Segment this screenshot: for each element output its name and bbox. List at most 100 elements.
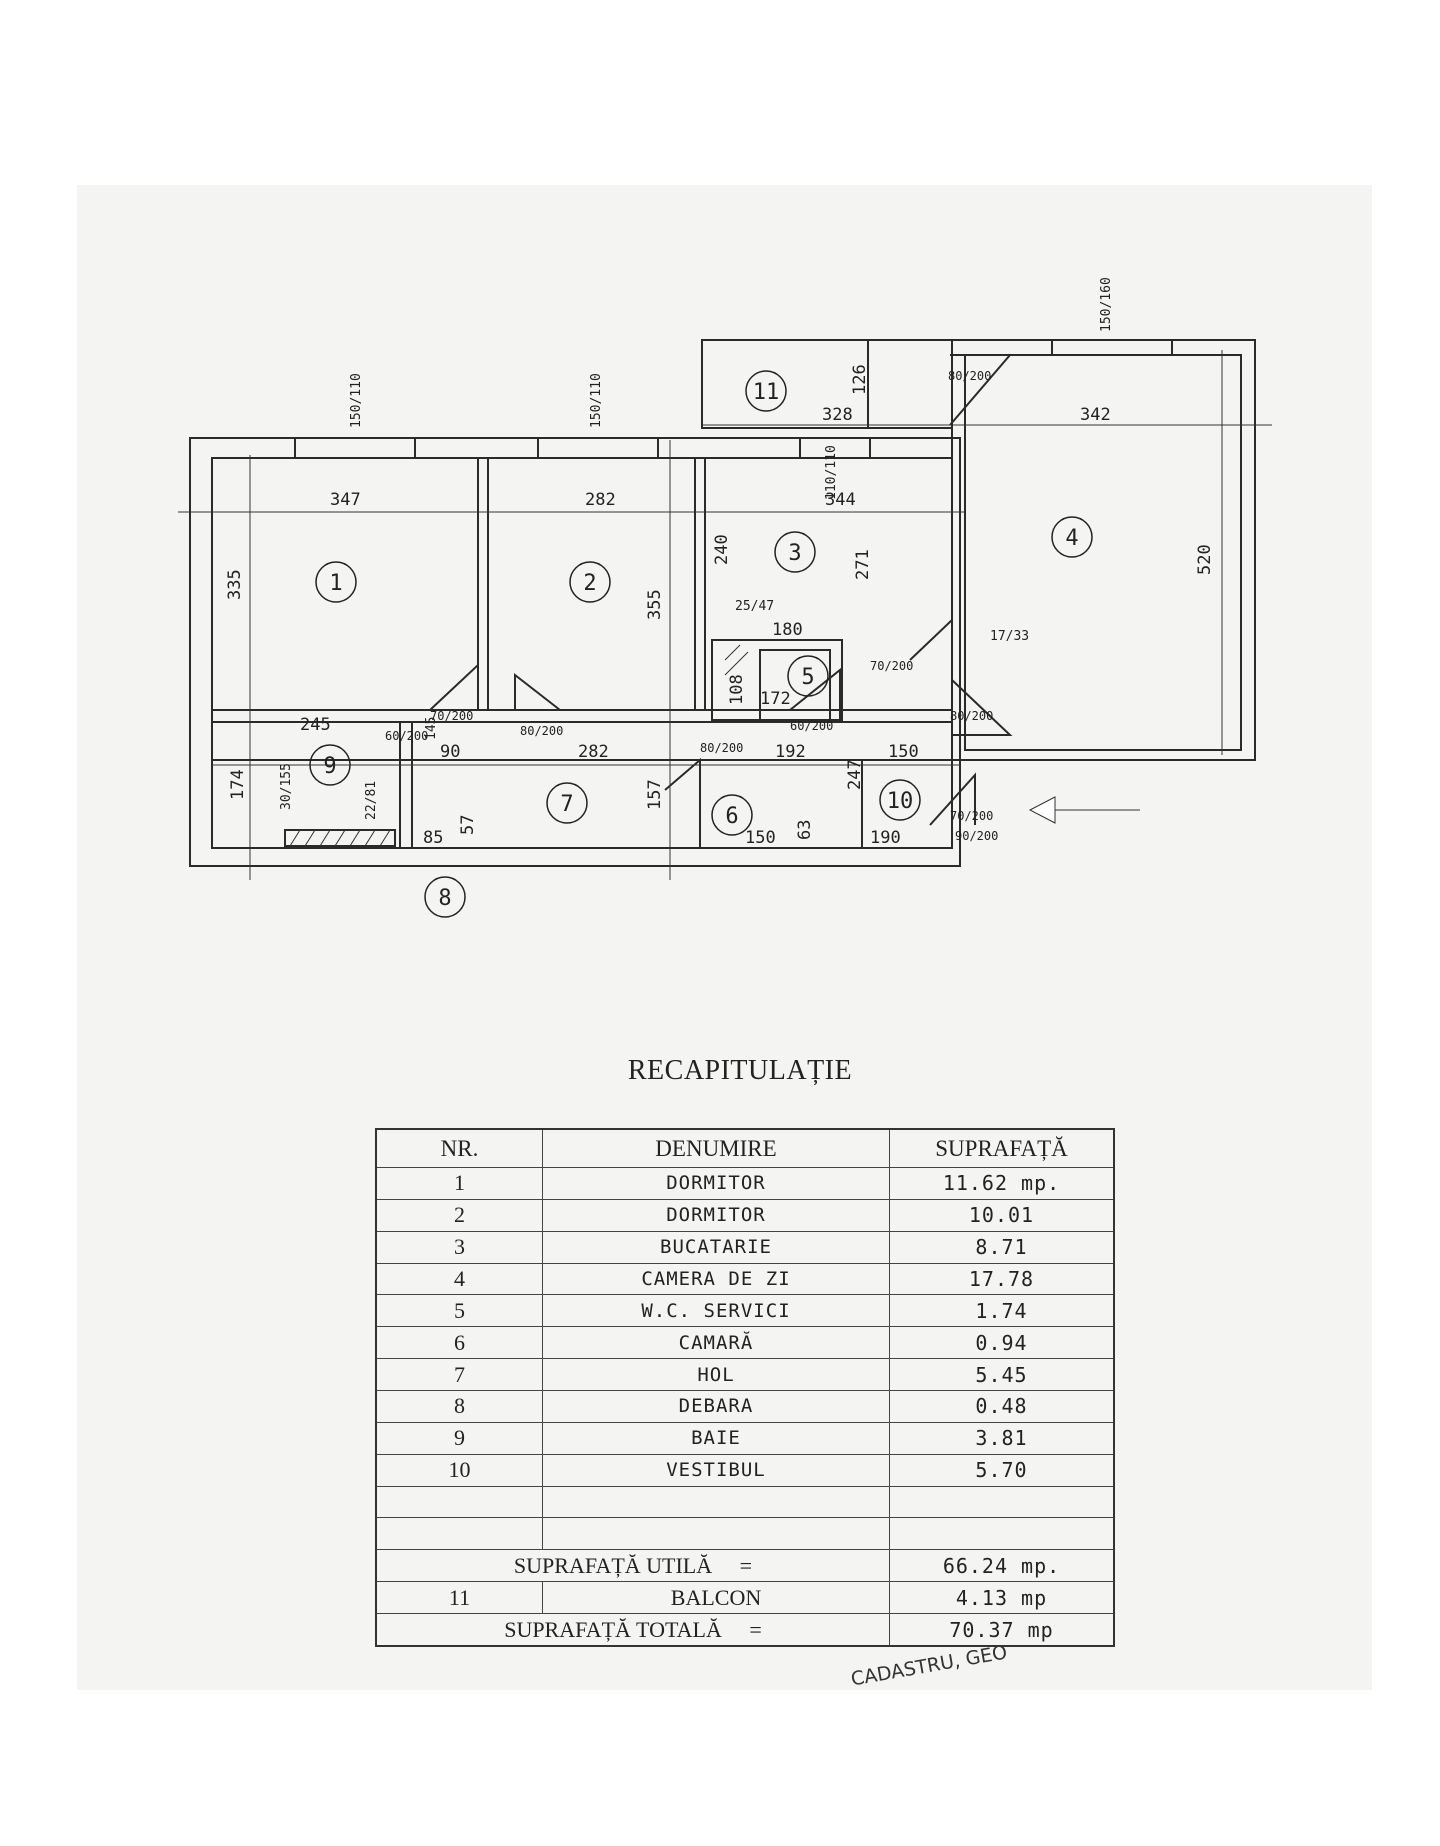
window-1 — [294, 437, 416, 459]
room-number-7: 7 — [560, 792, 573, 817]
dim-17-33: 17/33 — [990, 629, 1029, 644]
useful-area-row: SUPRAFAȚĂ UTILĂ = 66.24 mp. — [375, 1549, 1115, 1583]
dim-150-hall: 150 — [888, 742, 919, 762]
equals-sign: = — [739, 1552, 753, 1578]
door-swing-7 — [664, 757, 701, 791]
dim-328: 328 — [822, 405, 853, 425]
room-number-1: 1 — [329, 571, 342, 596]
total-area-label: SUPRAFAȚĂ TOTALĂ = — [375, 1613, 890, 1647]
room-number-5: 5 — [801, 665, 814, 690]
door-swing-6 — [949, 354, 1013, 426]
balcony-nr: 11 — [375, 1581, 543, 1615]
room-number-11: 11 — [753, 380, 780, 405]
dim-150-pantry: 150 — [745, 828, 776, 848]
door-swing-4 — [909, 617, 953, 661]
row-area: 17.78 — [889, 1262, 1115, 1296]
balcony-label: BALCON — [542, 1581, 890, 1615]
row-nr: 8 — [375, 1390, 543, 1423]
useful-area-value: 66.24 mp. — [889, 1549, 1115, 1583]
balcony-value: 4.13 mp — [889, 1581, 1115, 1615]
door-label-8: 80/200 — [948, 369, 991, 383]
dim-240: 240 — [712, 534, 732, 565]
header-area: SUPRAFAȚĂ — [889, 1128, 1115, 1169]
balcony-row: 11 BALCON 4.13 mp — [375, 1581, 1115, 1615]
door-swing-1 — [429, 662, 479, 711]
equals-sign: = — [749, 1616, 762, 1642]
window-label-3: 110/110 — [824, 445, 839, 500]
row-nr: 3 — [375, 1230, 543, 1264]
bathtub — [284, 829, 396, 847]
dim-344: 344 — [825, 490, 856, 510]
dim-271: 271 — [853, 549, 873, 580]
row-name: BUCATARIE — [542, 1230, 890, 1264]
useful-area-label: SUPRAFAȚĂ UTILĂ = — [375, 1549, 890, 1583]
dim-282-top: 282 — [585, 490, 616, 510]
window-2 — [537, 437, 659, 459]
dim-90: 90 — [440, 742, 460, 762]
room-number-4: 4 — [1065, 526, 1078, 551]
row-area: 0.48 — [889, 1390, 1115, 1423]
door-label-1: 70/200 — [430, 709, 473, 723]
door-label-5: 60/200 — [790, 719, 833, 733]
dim-57: 57 — [458, 815, 478, 835]
door-label-7: 70/200 — [870, 659, 913, 673]
dim-25-47: 25/47 — [735, 599, 774, 614]
door-swing-5 — [951, 679, 1013, 736]
room-number-6: 6 — [725, 804, 738, 829]
table-row-empty — [375, 1517, 1115, 1551]
total-area-value: 70.37 mp — [889, 1613, 1115, 1647]
row-nr: 7 — [375, 1358, 543, 1392]
window-label-4: 150/160 — [1099, 277, 1114, 332]
row-area: 11.62 mp. — [889, 1167, 1115, 1200]
header-nr: NR. — [375, 1128, 543, 1169]
dim-355: 355 — [645, 589, 665, 620]
dim-108: 108 — [727, 674, 747, 705]
door-swing-2 — [514, 672, 561, 711]
row-name: VESTIBUL — [542, 1453, 890, 1487]
table-row-empty — [375, 1485, 1115, 1519]
table-header-row: NR. DENUMIRE SUPRAFAȚĂ — [375, 1128, 1115, 1169]
door-label-3: 60/200 — [385, 729, 428, 743]
row-nr: 2 — [375, 1198, 543, 1232]
dim-174: 174 — [228, 769, 248, 800]
summary-title: RECAPITULAȚIE — [627, 1055, 853, 1086]
room-number-9: 9 — [323, 754, 336, 779]
row-area: 5.70 — [889, 1453, 1115, 1487]
entrance-arrow-icon — [1028, 796, 1056, 824]
dim-247: 247 — [845, 759, 865, 790]
row-area: 8.71 — [889, 1230, 1115, 1264]
row-area: 3.81 — [889, 1421, 1115, 1455]
dim-347: 347 — [330, 490, 361, 510]
room-number-8: 8 — [438, 886, 451, 911]
door-label-6: 80/200 — [950, 709, 993, 723]
dim-157: 157 — [645, 779, 665, 810]
row-name: CAMARĂ — [542, 1326, 890, 1360]
room-number-2: 2 — [583, 571, 596, 596]
door-label-9: 70/200 — [950, 809, 993, 823]
row-area: 5.45 — [889, 1358, 1115, 1392]
dim-63: 63 — [795, 820, 815, 840]
dim-245: 245 — [300, 715, 331, 735]
row-name: BAIE — [542, 1421, 890, 1455]
row-name: DEBARA — [542, 1390, 890, 1423]
door-label-4: 80/200 — [700, 741, 743, 755]
row-name: W.C. SERVICI — [542, 1294, 890, 1328]
header-name: DENUMIRE — [542, 1128, 890, 1169]
dim-335: 335 — [225, 569, 245, 600]
row-nr: 5 — [375, 1294, 543, 1328]
dim-22-81: 22/81 — [364, 781, 379, 820]
row-nr: 10 — [375, 1453, 543, 1487]
dim-126: 126 — [850, 364, 870, 395]
row-name: DORMITOR — [542, 1167, 890, 1200]
room-number-3: 3 — [788, 541, 801, 566]
window-3 — [799, 437, 871, 459]
dim-520: 520 — [1195, 544, 1215, 575]
row-area: 0.94 — [889, 1326, 1115, 1360]
